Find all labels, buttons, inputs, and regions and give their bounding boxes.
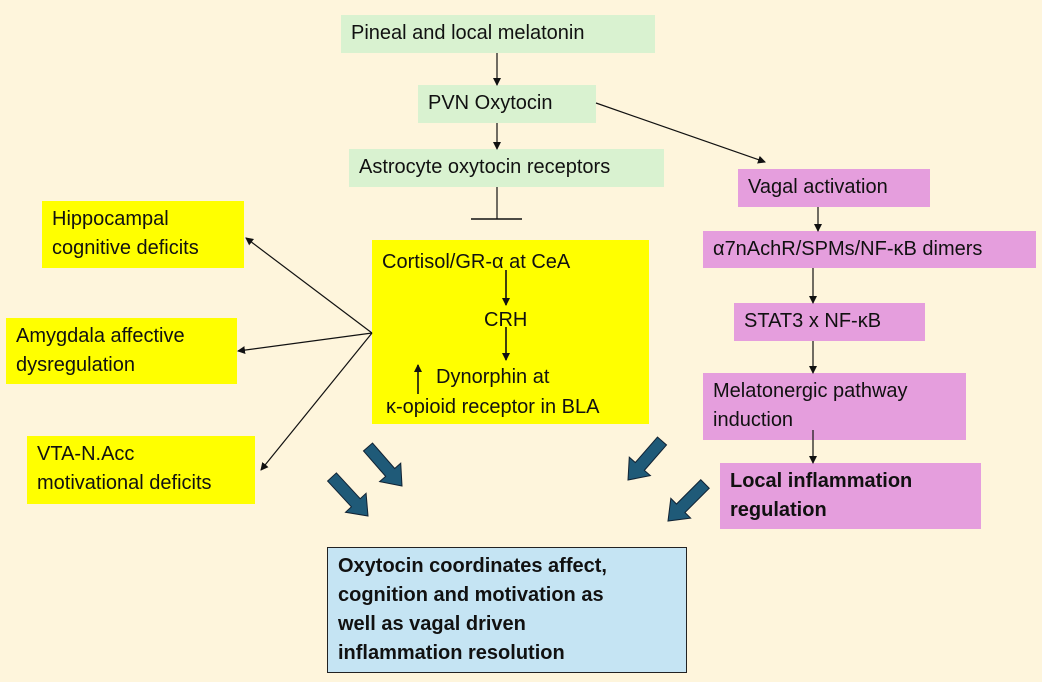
vagal-activation-box: Vagal activation (738, 169, 930, 207)
dynorphin-label: Dynorphin at (436, 366, 550, 388)
conclusion-line3: well as vagal driven (338, 613, 526, 635)
conclusion-line1: Oxytocin coordinates affect, (338, 555, 607, 577)
local-line1: Local inflammation (730, 470, 913, 492)
conclusion-box: Oxytocin coordinates affect, cognition a… (327, 547, 687, 673)
melatonergic-line1: Melatonergic pathway (713, 380, 908, 402)
astrocyte-receptors-box: Astrocyte oxytocin receptors (349, 149, 664, 187)
cortisol-label: Cortisol/GR-α at CeA (382, 251, 571, 273)
melatonergic-box: Melatonergic pathway induction (703, 373, 966, 440)
conclusion-line4: inflammation resolution (338, 642, 565, 664)
vta-line2: motivational deficits (37, 472, 212, 494)
arrow-pvn-vagal (595, 102, 766, 164)
hippocampal-line1: Hippocampal (52, 208, 169, 230)
amygdala-line1: Amygdala affective (16, 325, 185, 347)
arrow-to-vta (260, 332, 373, 471)
arrow-to-hippocampal (245, 237, 373, 334)
thick-arrow-icon (627, 436, 668, 481)
arrow-to-amygdala (237, 332, 373, 355)
stat3-box: STAT3 x NF-κB (734, 303, 925, 341)
amygdala-box: Amygdala affective dysregulation (6, 318, 237, 384)
kappa-opioid-label: κ-opioid receptor in BLA (386, 396, 600, 418)
thick-arrow-icon (667, 479, 710, 522)
vta-box: VTA-N.Acc motivational deficits (27, 436, 255, 504)
hippocampal-line2: cognitive deficits (52, 237, 199, 259)
crh-label: CRH (484, 309, 528, 331)
melatonergic-line2: induction (713, 409, 794, 431)
vta-line1: VTA-N.Acc (37, 443, 135, 465)
thick-arrow-icon (362, 442, 403, 487)
local-inflammation-box: Local inflammation regulation (720, 463, 981, 529)
local-line2: regulation (730, 499, 827, 521)
amygdala-line2: dysregulation (16, 354, 135, 376)
hippocampal-box: Hippocampal cognitive deficits (42, 201, 244, 268)
pineal-melatonin-box: Pineal and local melatonin (341, 15, 655, 53)
pvn-oxytocin-box: PVN Oxytocin (418, 85, 596, 123)
a7nachr-box: α7nAchR/SPMs/NF-κB dimers (703, 231, 1036, 268)
thick-arrow-icon (326, 472, 369, 517)
conclusion-line2: cognition and motivation as (338, 584, 604, 606)
